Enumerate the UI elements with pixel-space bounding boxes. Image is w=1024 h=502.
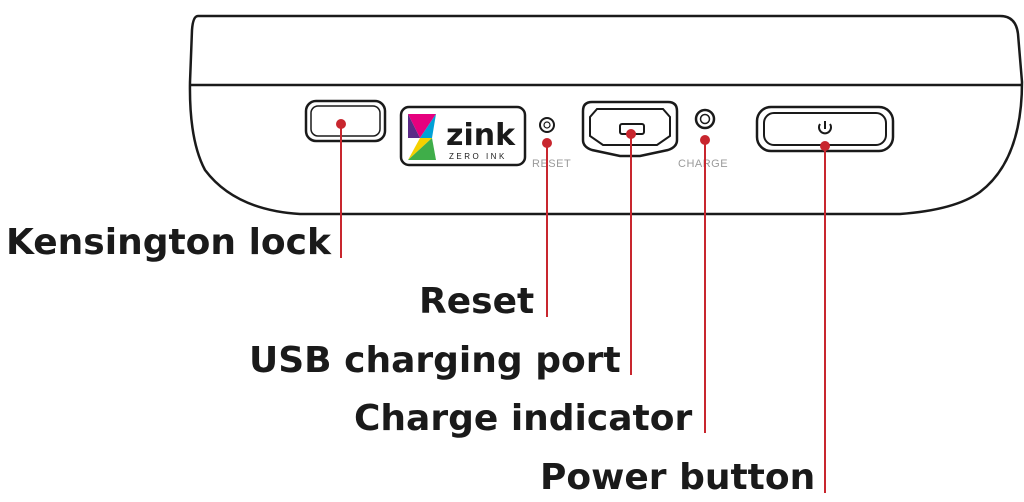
leader-line-charge: [700, 135, 710, 433]
leader-line-reset: [542, 138, 552, 317]
leader-line-power: [820, 141, 830, 493]
callout-charge-indicator: Charge indicator: [354, 398, 693, 439]
usb-port: [581, 100, 679, 158]
charge-led-label: CHARGE: [678, 158, 728, 170]
zink-logo: zink ZERO INK: [399, 105, 527, 167]
zink-logo-mark-green: [408, 138, 436, 160]
kensington-slot-inner: [310, 105, 381, 137]
charge-led: [694, 108, 716, 130]
zink-logo-mark-blue: [408, 114, 420, 138]
leader-line-kensington: [336, 119, 346, 258]
power-icon: [818, 121, 832, 135]
callout-kensington-lock: Kensington lock: [6, 222, 331, 263]
kensington-slot: [304, 99, 387, 143]
reset-pinhole: [539, 117, 555, 133]
zink-logo-mark-cyan: [420, 114, 436, 138]
callout-usb-charging-port: USB charging port: [249, 340, 621, 381]
callout-power-button: Power button: [540, 457, 816, 498]
zink-logo-mark-magenta: [408, 114, 436, 138]
zink-logo-subtext: ZERO INK: [449, 152, 507, 161]
zink-logo-text: zink: [446, 118, 516, 153]
leader-line-usb: [626, 129, 636, 375]
reset-port-label: RESET: [532, 158, 571, 170]
callout-reset: Reset: [419, 281, 535, 322]
